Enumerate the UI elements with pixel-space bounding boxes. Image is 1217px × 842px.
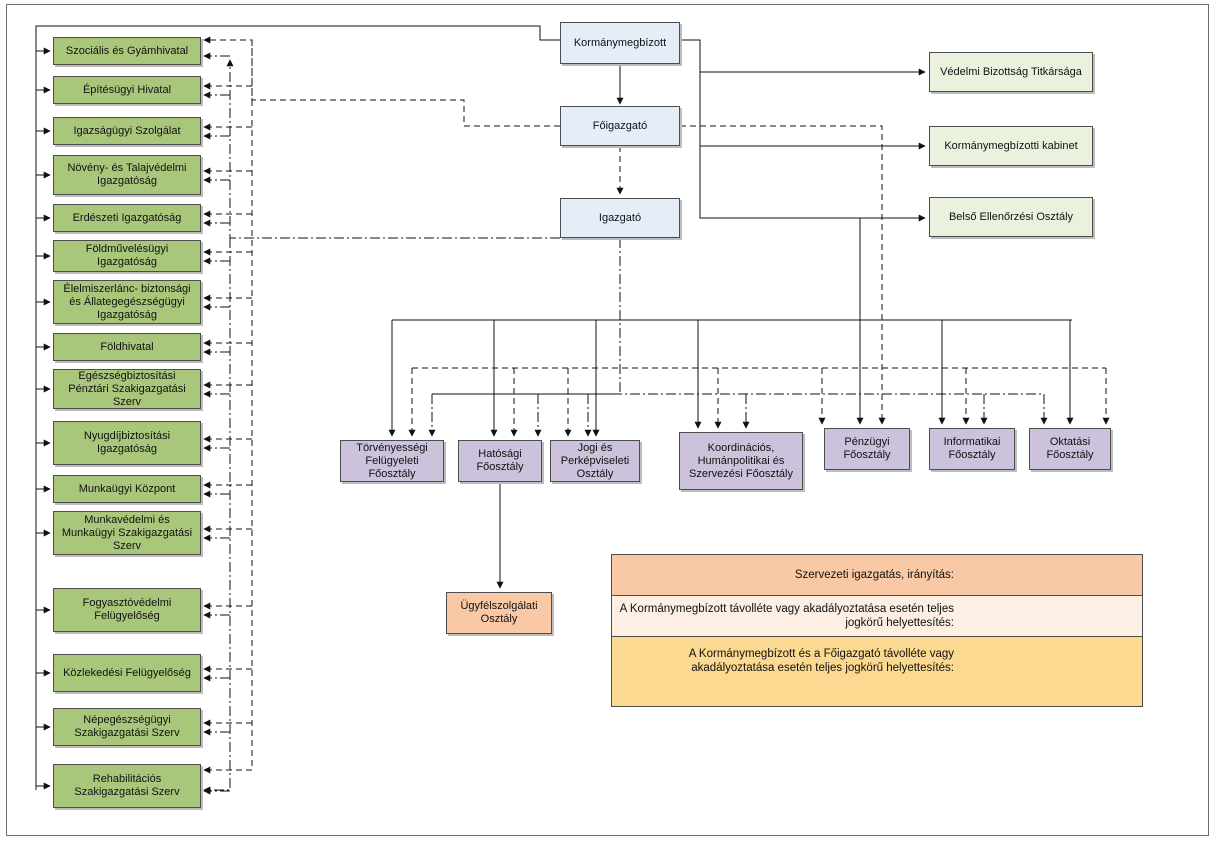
right-unit-kabinet[interactable]: Kormánymegbízotti kabinet <box>929 126 1093 166</box>
diagram-frame <box>6 4 1209 836</box>
left-office-8[interactable]: Egészségbiztosítási Pénztári Szakigazgat… <box>53 369 201 409</box>
left-office-0[interactable]: Szociális és Gyámhivatal <box>53 37 201 65</box>
left-office-14[interactable]: Népegészségügyi Szakigazgatási Szerv <box>53 708 201 746</box>
left-office-11[interactable]: Munkavédelmi és Munkaügyi Szakigazgatási… <box>53 511 201 555</box>
left-office-10[interactable]: Munkaügyi Központ <box>53 475 201 503</box>
right-unit-belso-ellenorzesi[interactable]: Belső Ellenőrzési Osztály <box>929 197 1093 237</box>
left-office-15[interactable]: Rehabilitációs Szakigazgatási Szerv <box>53 764 201 808</box>
dept-ugyfelszolgalati[interactable]: Ügyfélszolgálati Osztály <box>446 592 552 634</box>
edge-kormany-left-trunk <box>35 25 560 790</box>
foigazgato-box[interactable]: Főigazgató <box>560 106 680 146</box>
legend: Szervezeti igazgatás, irányítás: A Kormá… <box>611 554 1143 707</box>
kormanymegbizott-box[interactable]: Kormánymegbízott <box>560 22 680 64</box>
edge-to-vedelmi <box>680 39 926 76</box>
edge-to-bus <box>700 217 861 320</box>
edge-to-belso <box>699 146 926 222</box>
edge-foigazgato-left-dashed <box>203 36 560 127</box>
left-office-5[interactable]: Földművelésügyi Igazgatóság <box>53 240 201 272</box>
left-office-4[interactable]: Erdészeti Igazgatóság <box>53 204 201 232</box>
edge-igazgato-dashdot <box>432 238 621 395</box>
legend-row-dashdot: A Kormánymegbízott és a Főigazgató távol… <box>612 637 1142 706</box>
dept-hatosagi[interactable]: Hatósági Főosztály <box>458 440 542 482</box>
left-office-9[interactable]: Nyugdíjbiztosítási Igazgatóság <box>53 421 201 465</box>
left-office-7[interactable]: Földhivatal <box>53 333 201 361</box>
igazgato-box[interactable]: Igazgató <box>560 198 680 238</box>
legend-dashdot-text: A Kormánymegbízott és a Főigazgató távol… <box>688 648 954 674</box>
legend-dashed-text: A Kormánymegbízott távolléte vagy akadál… <box>619 603 954 629</box>
dept-jogi[interactable]: Jogi és Perképviseleti Osztály <box>550 440 640 482</box>
edge-foigazgato-dept-dashed <box>680 125 886 425</box>
dept-torvenyessegi[interactable]: Törvényességi Felügyeleti Főosztály <box>340 440 444 482</box>
left-office-12[interactable]: Fogyasztóvédelmi Felügyelőség <box>53 588 201 632</box>
legend-solid-text: Szervezeti igazgatás, irányítás: <box>794 569 954 581</box>
edge-left-dashed-trunk <box>203 40 253 774</box>
left-office-2[interactable]: Igazságügyi Szolgálat <box>53 117 201 145</box>
dept-penzugyi[interactable]: Pénzügyi Főosztály <box>824 428 910 470</box>
left-office-3[interactable]: Növény- és Talajvédelmi Igazgatóság <box>53 155 201 195</box>
right-unit-vedelmi-bizottsag[interactable]: Védelmi Bizottság Titkársága <box>929 52 1093 92</box>
left-office-1[interactable]: Építésügyi Hivatal <box>53 76 201 104</box>
legend-row-solid: Szervezeti igazgatás, irányítás: <box>612 555 1142 596</box>
edge-igazgato-left-dashdot <box>226 59 560 239</box>
left-office-6[interactable]: Élelmiszerlánc- biztonsági és Állategegé… <box>53 280 201 324</box>
legend-row-dashed: A Kormánymegbízott távolléte vagy akadál… <box>612 596 1142 637</box>
edge-to-kabinet <box>699 72 926 150</box>
dept-informatikai[interactable]: Informatikai Főosztály <box>929 428 1015 470</box>
left-office-13[interactable]: Közlekedési Felügyelőség <box>53 654 201 692</box>
dept-koordinacios[interactable]: Koordinációs, Humánpolitikai és Szervezé… <box>679 432 803 490</box>
dept-oktatasi[interactable]: Oktatási Főosztály <box>1029 428 1111 470</box>
edge-left-dashdot-trunk <box>203 238 231 794</box>
